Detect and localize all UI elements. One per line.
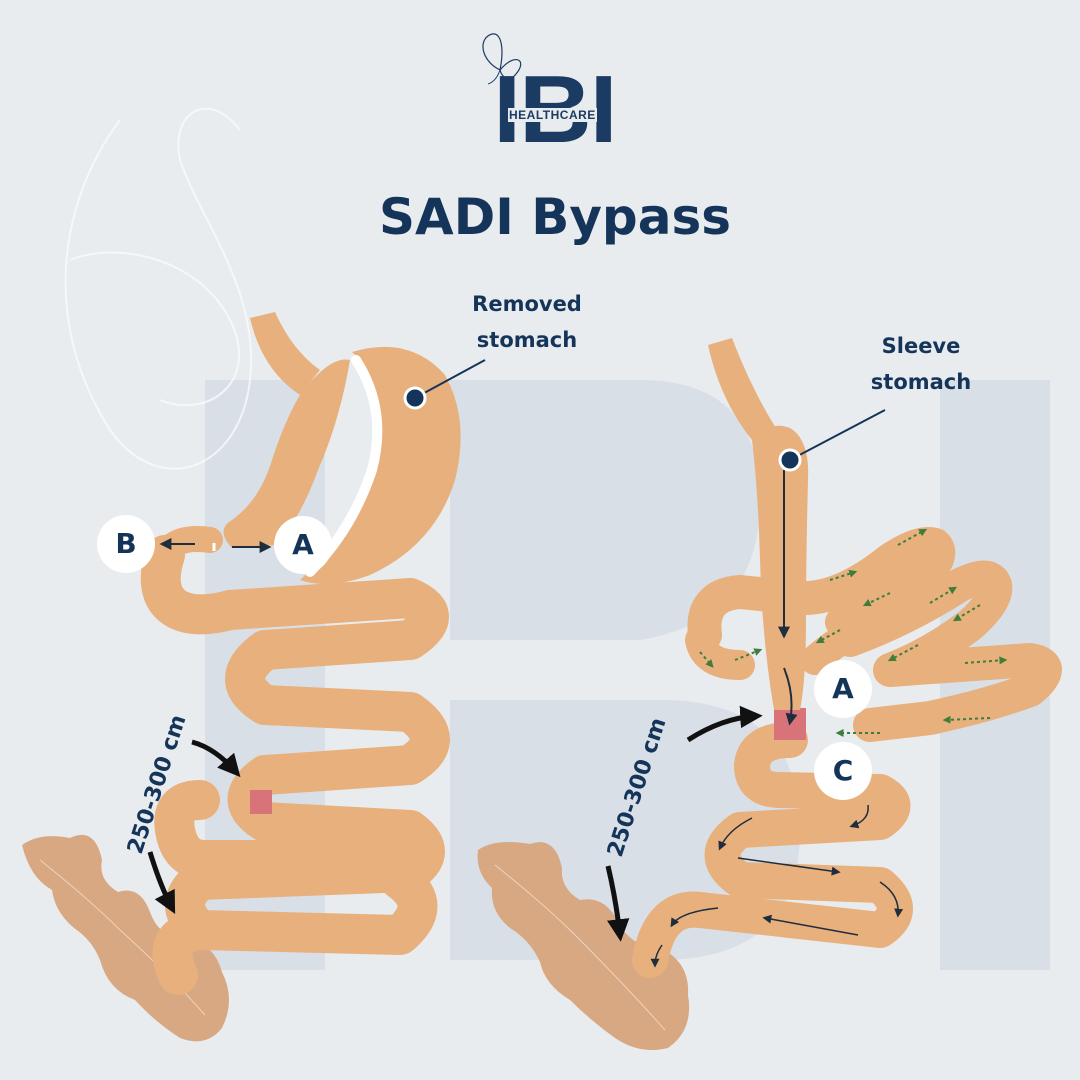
label-c: C (814, 742, 872, 800)
left-anastomosis (250, 790, 272, 814)
right-esophagus (708, 338, 776, 440)
sleeve-stomach-label-line1: Sleeve (881, 334, 961, 358)
left-intestine (140, 535, 450, 955)
right-diagram (477, 338, 1062, 1051)
removed-stomach-label-line1: Removed (472, 292, 582, 316)
left-diagram (22, 312, 486, 1042)
butterfly-icon (482, 33, 522, 85)
label-a-left: A (274, 516, 332, 574)
right-callout-dot (778, 448, 802, 472)
food-flow-arrows (650, 804, 904, 968)
right-biliopancreatic-limb (687, 527, 1062, 742)
left-sleeve-stomach (223, 359, 350, 548)
sleeve-stomach (752, 425, 809, 710)
right-common-channel (632, 722, 913, 978)
logo-subtitle: HEALTHCARE (508, 108, 597, 122)
ibi-healthcare-logo: IBI HEALTHCARE (470, 30, 620, 158)
left-intestine-loop (154, 780, 430, 880)
sleeve-stomach-label: Sleeve stomach (860, 328, 982, 400)
page-title: SADI Bypass (379, 188, 731, 246)
label-b: B (97, 515, 155, 573)
removed-stomach-label: Removed stomach (462, 286, 592, 358)
left-callout-dot (403, 386, 427, 410)
sleeve-stomach-label-line2: stomach (870, 370, 972, 394)
left-esophagus (250, 312, 320, 395)
left-ileum (152, 910, 220, 995)
removed-stomach-label-line2: stomach (476, 328, 578, 352)
label-a-right: A (814, 660, 872, 718)
right-anastomosis (774, 708, 806, 740)
bile-flow-arrows (699, 528, 1008, 737)
